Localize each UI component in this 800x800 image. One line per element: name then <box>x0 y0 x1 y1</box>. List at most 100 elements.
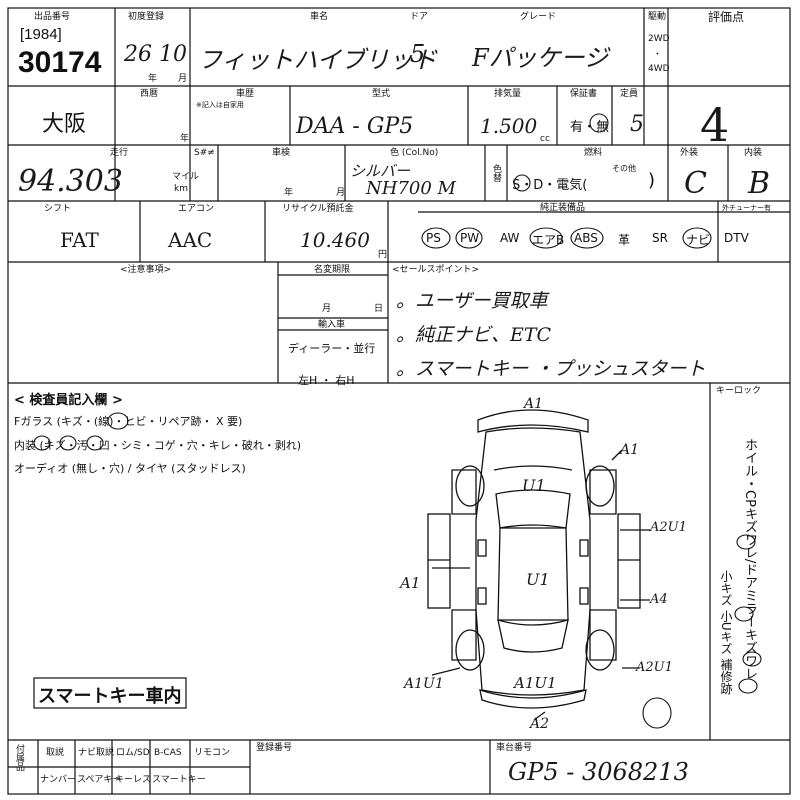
sales-point-2: 。純正ナビ、ETC <box>396 324 552 346</box>
door-label: ドア <box>410 12 429 22</box>
mark-left-door: A1 <box>400 574 421 592</box>
keylock-label: キーロック <box>716 386 762 396</box>
equip-navi: ナビ <box>686 233 711 247</box>
km-unit: km <box>174 184 188 194</box>
score: 4 <box>700 98 730 152</box>
equip-airbag: エアB <box>532 233 565 247</box>
equip-label: 純正装備品 <box>540 203 586 213</box>
reg-number-label: 登録番号 <box>256 743 293 753</box>
expiry-day: 日 <box>374 304 384 314</box>
ac: AAC <box>168 228 213 252</box>
smart-key-stamp: スマートキー車内 <box>38 686 182 707</box>
score-label: 評価点 <box>708 10 745 24</box>
import-type-label: 輸入車 <box>318 320 346 330</box>
sales-point-1: 。ユーザー買取車 <box>396 290 548 312</box>
shift: FAT <box>60 228 99 252</box>
equip-ps: PS <box>426 231 441 245</box>
inspection-label: 車検 <box>272 148 291 158</box>
fuel-other: その他 <box>612 164 636 173</box>
first-reg-year-unit: 年 <box>148 74 158 84</box>
mileage-label: 走行 <box>110 148 129 158</box>
expiry-label: 名変期限 <box>314 265 351 275</box>
expiry-month: 月 <box>322 304 332 314</box>
location: 大阪 <box>42 111 87 136</box>
mark-right-rear-fender: A2U1 <box>636 660 673 675</box>
mark-right-front-door: A2U1 <box>650 520 687 535</box>
interior-line: 内装 (キズ・汚・凹・シミ・コゲ・穴・キレ・破れ・剥れ) <box>14 439 302 452</box>
grade-label: グレード <box>520 12 557 22</box>
interior-label: 内装 <box>744 148 763 158</box>
footer-keyless: キーレス <box>115 775 152 785</box>
import-year-unit: 年 <box>180 134 190 144</box>
mark-roof: U1 <box>526 570 550 589</box>
model: DAA - GP5 <box>296 114 414 139</box>
wheel-mirror-note: ホイル・CPキズワレ/ドアミラーキズワレ <box>742 438 757 681</box>
exterior-label: 外装 <box>680 148 699 158</box>
recycle: 10.460 <box>300 228 370 252</box>
lot-number: 30174 <box>18 46 102 79</box>
drive-sep: ・ <box>653 50 663 60</box>
equip-leather: 革 <box>618 233 631 247</box>
footer-navi-manual: ナビ取説 <box>78 748 115 758</box>
small-flaw-note: 小キズ 小Uキズ 補修跡 <box>719 570 733 695</box>
mark-rear-bumper: A2 <box>530 716 550 732</box>
equip-pw: PW <box>460 231 480 245</box>
mark-hood: U1 <box>522 476 546 495</box>
recycle-label: リサイクル預託金 <box>282 204 354 214</box>
footer-manual: 取説 <box>46 748 65 758</box>
footer-spare-key: スペアキー <box>77 775 122 785</box>
equip-dtv: DTV <box>724 231 749 245</box>
import-type: ディーラー・並行 <box>288 342 376 355</box>
equip-aw: AW <box>500 231 520 245</box>
doors: 5 <box>410 40 426 68</box>
capacity: 5 <box>630 112 644 137</box>
sales-point-3: 。スマートキー ・プッシュスタート <box>396 358 706 380</box>
steering: 左H ・ 右H <box>298 374 355 387</box>
footer-remote: リモコン <box>194 748 231 758</box>
car-name: フィットハイブリッド <box>198 46 438 74</box>
fuel: S・D・電気( <box>512 178 588 193</box>
equip-sr: SR <box>652 231 668 245</box>
displacement-label: 排気量 <box>494 89 522 99</box>
mileage: 94.303 <box>18 164 123 199</box>
sales-label: <セールスポイント> <box>392 265 480 275</box>
exterior: C <box>684 166 707 201</box>
displacement: 1.500 <box>480 114 538 138</box>
tuner-label: 外チューナー有 <box>722 204 771 212</box>
mark-front-right-fender: A1 <box>620 442 640 458</box>
chassis-number: GP5 - 3068213 <box>508 758 689 786</box>
shaken-note: ※記入は自家用 <box>196 101 244 109</box>
warranty-label: 保証書 <box>570 89 598 99</box>
inspection-year-unit: 年 <box>284 188 294 198</box>
fuel-close: ) <box>648 170 656 191</box>
audio-tire-line: オーディオ (無し・穴) / タイヤ (スタッドレス) <box>14 462 246 475</box>
mark-right-rear-door: A4 <box>650 592 668 607</box>
first-reg-month-unit: 月 <box>178 74 188 84</box>
yen-unit: 円 <box>378 250 388 260</box>
drive-2wd: 2WD <box>648 34 670 44</box>
footer-side-label: 付属品 <box>14 744 24 771</box>
model-label: 型式 <box>372 89 391 99</box>
first-reg-value: 26 10 <box>124 42 187 67</box>
grade: Fパッケージ <box>472 44 609 72</box>
footer-rom-sd: ロム/SD <box>116 748 150 758</box>
footer-smart-key: スマートキー <box>152 775 206 785</box>
color-change-label: 色替 <box>491 164 501 182</box>
s-label: S#≠ <box>194 148 215 158</box>
footer-number: ナンバー <box>40 775 77 785</box>
drive-label: 駆動 <box>648 12 667 22</box>
mark-left-rear-fender: A1U1 <box>404 676 444 692</box>
notes-label: <注意事項> <box>120 265 172 275</box>
footer-bcas: B-CAS <box>154 748 182 758</box>
inspector-title: < 検査員記入欄 > <box>14 393 123 408</box>
import-label: 西暦 <box>140 89 159 99</box>
color-name: シルバー <box>350 162 411 180</box>
car-name-label: 車名 <box>310 12 329 22</box>
color-label: 色 (Col.No) <box>390 148 439 158</box>
drive-4wd: 4WD <box>648 64 670 74</box>
fuel-label: 燃料 <box>584 148 603 158</box>
chassis-label: 車台番号 <box>496 743 533 753</box>
mark-front-bumper: A1 <box>524 396 544 412</box>
